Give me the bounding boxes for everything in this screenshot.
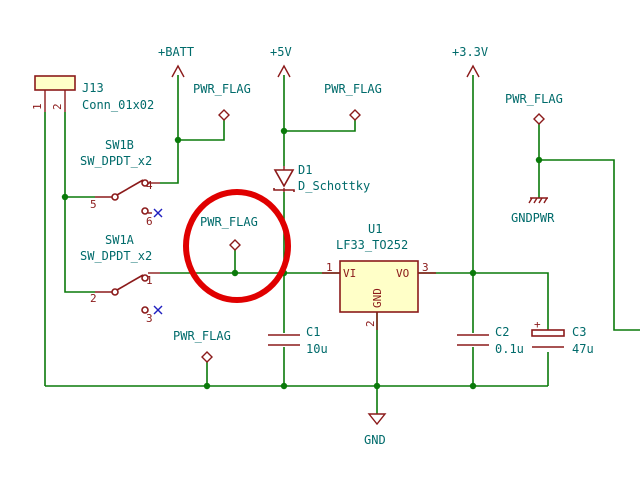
u1-value: LF33_TO252 <box>336 238 408 252</box>
sw1a-value: SW_DPDT_x2 <box>80 249 152 263</box>
junction <box>231 269 239 277</box>
d1-value: D_Schottky <box>298 179 370 193</box>
power-3v3-label: +3.3V <box>452 45 488 59</box>
c1-value: 10u <box>306 342 328 356</box>
junction <box>469 382 477 390</box>
sw1b-value: SW_DPDT_x2 <box>80 154 152 168</box>
power-gnd[interactable]: GND <box>364 413 387 447</box>
junction <box>61 193 69 201</box>
junction <box>469 269 477 277</box>
u1-pin2-number: 2 <box>364 320 377 327</box>
pwr-flag-batt[interactable]: PWR_FLAG <box>193 82 251 121</box>
sw1b-pin4-number: 4 <box>146 179 153 192</box>
wire-vo <box>418 272 549 330</box>
power-gndpwr[interactable]: GNDPWR <box>511 197 555 225</box>
pwr-flag-gndpwr[interactable]: PWR_FLAG <box>505 92 563 125</box>
c1-reference: C1 <box>306 325 320 339</box>
sw1b-pin5-number: 5 <box>90 198 97 211</box>
pwr-flag-label: PWR_FLAG <box>200 215 258 229</box>
switch-sw1b[interactable]: 5 4 6 SW1B SW_DPDT_x2 <box>80 138 163 228</box>
wire-batt-flag <box>178 120 225 141</box>
power-batt-label: +BATT <box>158 45 194 59</box>
c2-reference: C2 <box>495 325 509 339</box>
sw1b-reference: SW1B <box>105 138 134 152</box>
power-gnd-label: GND <box>364 433 386 447</box>
j13-reference: J13 <box>82 81 104 95</box>
pwr-flag-label: PWR_FLAG <box>505 92 563 106</box>
c3-reference: C3 <box>572 325 586 339</box>
c3-value: 47u <box>572 342 594 356</box>
wire-j13-pin2 <box>64 112 95 293</box>
connector-j13[interactable]: 1 2 J13 Conn_01x02 <box>31 75 154 112</box>
j13-pin2-number: 2 <box>51 103 64 110</box>
power-gndpwr-label: GNDPWR <box>511 211 555 225</box>
pwr-flag-label: PWR_FLAG <box>173 329 231 343</box>
u1-vi-pin-label: VI <box>343 267 356 280</box>
u1-pin3-number: 3 <box>422 261 429 274</box>
u1-gnd-pin-label: GND <box>371 288 384 308</box>
sw1a-pin3-number: 3 <box>146 312 153 325</box>
c3-polarity: + <box>534 318 541 331</box>
capacitor-c2[interactable]: C2 0.1u <box>457 325 524 356</box>
power-3v3[interactable]: +3.3V <box>452 45 488 78</box>
capacitor-c1[interactable]: C1 10u <box>268 325 328 356</box>
u1-pin1-number: 1 <box>326 261 333 274</box>
pwr-flag-5v[interactable]: PWR_FLAG <box>324 82 382 121</box>
power-batt[interactable]: +BATT <box>158 45 194 78</box>
regulator-u1[interactable]: VI VO GND 1 3 2 U1 LF33_TO252 <box>322 222 436 330</box>
sw1a-reference: SW1A <box>105 233 135 247</box>
switch-sw1a[interactable]: 2 1 3 SW1A SW_DPDT_x2 <box>80 233 163 325</box>
wire-gndpwr-right <box>539 159 640 331</box>
junction <box>280 127 288 135</box>
u1-reference: U1 <box>368 222 382 236</box>
diode-d1[interactable]: D1 D_Schottky <box>273 163 370 193</box>
power-5v[interactable]: +5V <box>270 45 292 78</box>
wires <box>44 75 640 414</box>
junction <box>174 136 182 144</box>
junction <box>280 382 288 390</box>
sw1a-pin2-number: 2 <box>90 292 97 305</box>
junction <box>203 382 211 390</box>
pwr-flag-label: PWR_FLAG <box>324 82 382 96</box>
wire-batt <box>160 75 179 184</box>
sw1b-pin6-number: 6 <box>146 215 153 228</box>
u1-vo-pin-label: VO <box>396 267 409 280</box>
sw1a-pin1-number: 1 <box>146 274 153 287</box>
j13-pin1-number: 1 <box>31 103 44 110</box>
pwr-flag-gnd[interactable]: PWR_FLAG <box>173 329 231 363</box>
wire-5v-flag <box>284 120 356 132</box>
pwr-flag-label: PWR_FLAG <box>193 82 251 96</box>
junction <box>373 382 381 390</box>
power-5v-label: +5V <box>270 45 292 59</box>
j13-value: Conn_01x02 <box>82 98 154 112</box>
c2-value: 0.1u <box>495 342 524 356</box>
capacitor-c3[interactable]: + C3 47u <box>531 318 594 356</box>
junction <box>535 156 543 164</box>
d1-reference: D1 <box>298 163 312 177</box>
highlight-circle <box>183 189 291 303</box>
pwr-flag-vin[interactable]: PWR_FLAG <box>200 215 258 251</box>
